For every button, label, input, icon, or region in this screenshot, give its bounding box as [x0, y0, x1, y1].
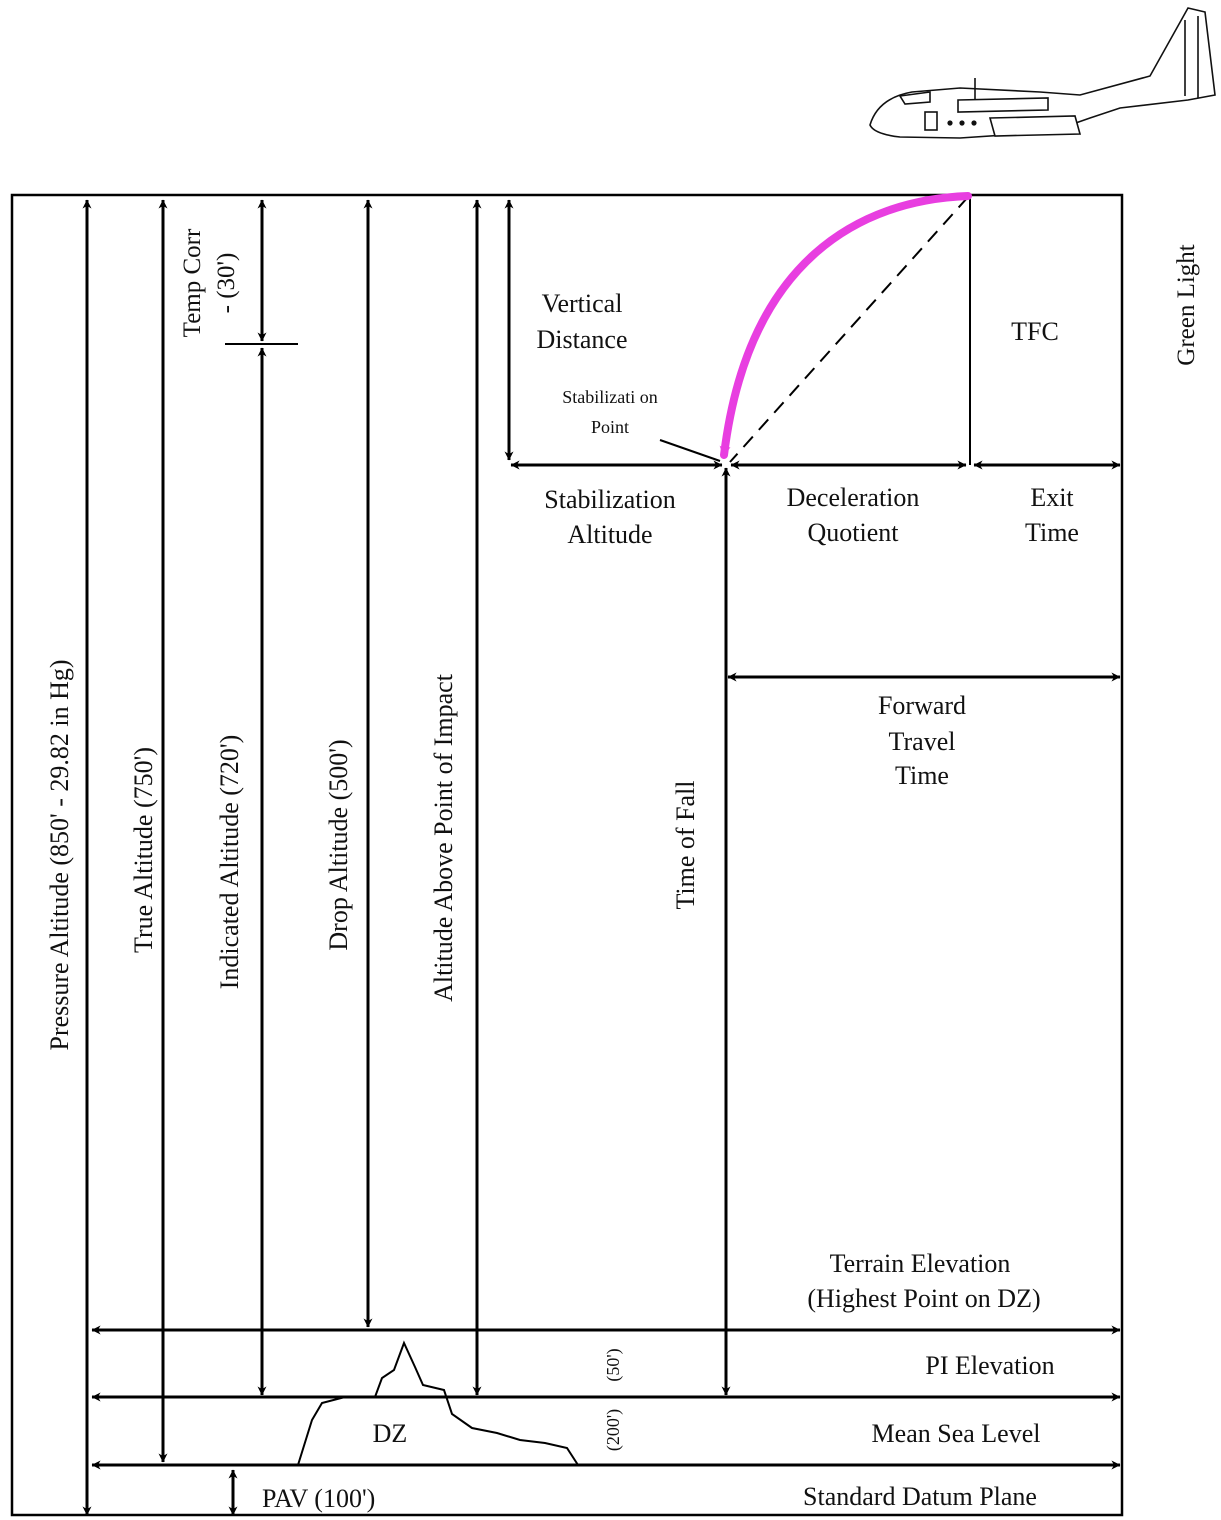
terrain-elevation-label-1: Terrain Elevation: [830, 1249, 1011, 1278]
exit-time-label-1: Exit: [1030, 483, 1074, 512]
trajectory-curve: [719, 192, 972, 459]
small-200-label: (200'): [603, 1409, 624, 1451]
standard-datum-plane-label: Standard Datum Plane: [803, 1482, 1037, 1511]
exit-time-label-2: Time: [1025, 518, 1079, 547]
stabilization-altitude-label-2: Altitude: [567, 520, 652, 549]
forward-travel-time-label-1: Forward: [878, 691, 966, 720]
small-50-label: (50'): [603, 1348, 624, 1381]
deceleration-quotient-label-2: Quotient: [808, 518, 900, 547]
stabilization-point-pointer: [659, 439, 721, 462]
time-of-fall-label: Time of Fall: [671, 780, 700, 909]
c130-aircraft-icon: [869, 7, 1216, 139]
forward-travel-time-label-3: Time: [895, 761, 949, 790]
terrain-elevation-label-2: (Highest Point on DZ): [807, 1284, 1040, 1313]
tfc-label: TFC: [1011, 317, 1059, 346]
green-light-label: Green Light: [1173, 244, 1200, 366]
stabilization-point-label-2: Point: [591, 417, 629, 437]
diagram-frame: [10, 193, 1124, 1517]
deceleration-quotient-label-1: Deceleration: [787, 483, 920, 512]
true-altitude-label: True Altitude (750'): [129, 747, 158, 953]
pressure-altitude-label: Pressure Altitude (850' - 29.82 in Hg): [45, 659, 74, 1050]
trajectory-chord: [729, 196, 969, 463]
terrain-profile: [297, 1340, 579, 1466]
mean-sea-level-label: Mean Sea Level: [872, 1419, 1041, 1448]
vertical-distance-label-1: Vertical: [542, 289, 623, 318]
indicated-altitude-label: Indicated Altitude (720'): [215, 735, 244, 990]
pi-elevation-label: PI Elevation: [925, 1351, 1054, 1380]
vertical-distance-label-2: Distance: [537, 325, 628, 354]
forward-travel-time-label-2: Travel: [889, 727, 956, 756]
stabilization-point-label-1: Stabilizati on: [562, 387, 657, 407]
temp-corr-label-2: - (30'): [213, 253, 240, 314]
pav-label: PAV (100'): [262, 1484, 375, 1513]
altitude-above-pi-label: Altitude Above Point of Impact: [429, 673, 458, 1002]
drop-altitude-label: Drop Altitude (500'): [324, 739, 353, 950]
temp-corr-label-1: Temp Corr: [179, 228, 206, 337]
dz-label: DZ: [373, 1419, 408, 1448]
stabilization-altitude-label-1: Stabilization: [544, 485, 675, 514]
